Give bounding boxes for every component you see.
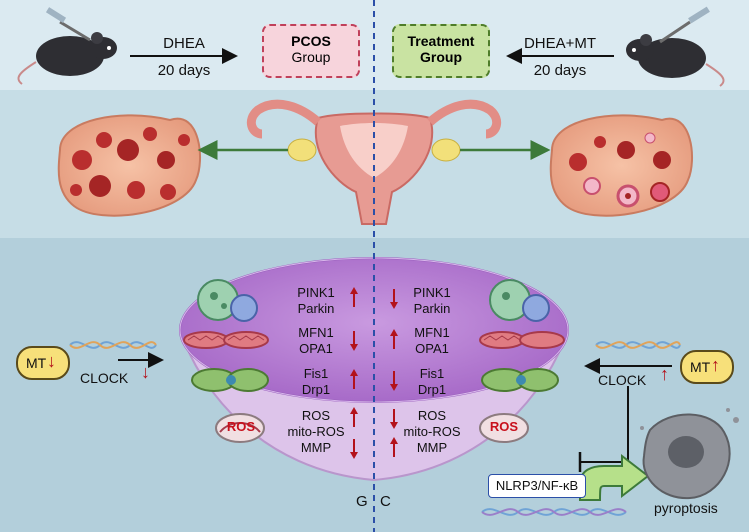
left-gene-oxidative: ROS mito-ROS MMP xyxy=(281,408,351,456)
mitochondria-fission-icon-left xyxy=(191,368,269,392)
mitochondria-fission-icon-right xyxy=(481,368,559,392)
left-gene-parkin: Parkin xyxy=(297,301,335,316)
pcos-ovary-illustration xyxy=(57,114,202,217)
mt-right-up-arrow-icon: ↑ xyxy=(711,355,720,375)
mitochondria-fusion-icon-right xyxy=(479,331,565,349)
mitophagy-icon-right xyxy=(489,279,550,322)
gene-arrows xyxy=(350,287,398,459)
ros-badge-left: ROS xyxy=(226,419,256,434)
pathway-box: NLRP3/NF-κB xyxy=(488,474,586,498)
right-mmp-up-arrow xyxy=(390,437,398,457)
ros-mitochondrion-icon-left xyxy=(215,413,265,443)
pyroptotic-cell-icon xyxy=(640,408,739,500)
left-gene-mitophagy: PINK1 Parkin xyxy=(286,285,346,317)
right-gene-oxidative: ROS mito-ROS MMP xyxy=(397,408,467,456)
left-gene-fission: Fis1 Drp1 xyxy=(286,366,346,398)
right-treatment-label: DHEA+MT xyxy=(523,35,597,52)
left-gene-pink1: PINK1 xyxy=(297,285,335,300)
left-gene-ros: ROS xyxy=(301,408,331,423)
left-pink1-up-arrow xyxy=(350,287,358,307)
mt-left-label: MT xyxy=(26,355,47,371)
mouse-right-icon xyxy=(626,6,725,87)
treated-ovary-illustration xyxy=(549,114,694,217)
right-gene-parkin: Parkin xyxy=(413,301,451,316)
left-gene-drp1: Drp1 xyxy=(301,382,331,397)
left-gene-fis1: Fis1 xyxy=(303,366,329,381)
clock-left-label: CLOCK xyxy=(80,370,129,386)
clock-right-up-arrow-icon: ↑ xyxy=(660,364,669,384)
left-gene-mmp: MMP xyxy=(300,440,332,455)
left-gene-mfn1: MFN1 xyxy=(298,325,334,340)
left-gene-fusion: MFN1 OPA1 xyxy=(286,325,346,357)
left-treatment-label: DHEA xyxy=(163,35,205,52)
left-ros-up-arrow xyxy=(350,407,358,427)
treatment-group-title: Treatment xyxy=(407,33,475,49)
pcos-group-box: PCOS Group xyxy=(262,24,360,78)
mt-left-down-arrow-icon: ↓ xyxy=(47,351,56,371)
left-duration-label: 20 days xyxy=(157,62,211,79)
mouse-left-icon xyxy=(17,7,117,85)
clock-left-down-arrow-icon: ↓ xyxy=(141,362,150,382)
right-gene-mitophagy: PINK1 Parkin xyxy=(402,285,462,317)
pyroptosis-label: pyroptosis xyxy=(654,500,718,516)
clock-right-label: CLOCK xyxy=(598,372,647,388)
right-gene-mfn1: MFN1 xyxy=(414,325,450,340)
right-mfn1-up-arrow xyxy=(390,329,398,349)
cell-label-c: C xyxy=(380,493,391,510)
left-gene-opa1: OPA1 xyxy=(299,341,333,356)
right-gene-fis1: Fis1 xyxy=(419,366,445,381)
right-fis1-down-arrow xyxy=(390,371,398,391)
right-gene-mito-ros: mito-ROS xyxy=(403,424,461,439)
right-pink1-down-arrow xyxy=(390,289,398,309)
ros-mitochondrion-icon-right xyxy=(479,413,529,443)
pathway-label: NLRP3/NF-κB xyxy=(495,478,579,493)
mt-right-pill: MT ↑ xyxy=(680,350,734,384)
dna-helix-right-icon xyxy=(595,341,681,349)
mitochondria-fusion-icon-left xyxy=(183,331,269,349)
right-gene-fusion: MFN1 OPA1 xyxy=(402,325,462,357)
ros-badge-right: ROS xyxy=(489,419,519,434)
right-gene-opa1: OPA1 xyxy=(415,341,449,356)
left-gene-mito-ros: mito-ROS xyxy=(287,424,345,439)
left-mfn1-down-arrow xyxy=(350,331,358,351)
mitophagy-icon-left xyxy=(197,279,258,322)
inhibition-arrow xyxy=(578,386,629,472)
treatment-group-box: Treatment Group xyxy=(392,24,490,78)
dna-helix-left-icon xyxy=(69,341,157,349)
mt-left-pill: MT ↓ xyxy=(16,346,70,380)
right-gene-fission: Fis1 Drp1 xyxy=(402,366,462,398)
right-duration-label: 20 days xyxy=(533,62,587,79)
mt-right-label: MT xyxy=(690,359,711,375)
right-gene-ros: ROS xyxy=(417,408,447,423)
cell-label-g: G xyxy=(356,493,368,510)
right-gene-drp1: Drp1 xyxy=(417,382,447,397)
right-ros-down-arrow xyxy=(390,409,398,429)
left-mmp-down-arrow xyxy=(350,439,358,459)
treatment-group-subtitle: Group xyxy=(420,49,462,65)
right-gene-mmp: MMP xyxy=(416,440,448,455)
left-fis1-up-arrow xyxy=(350,369,358,389)
right-gene-pink1: PINK1 xyxy=(413,285,451,300)
pcos-group-title: PCOS xyxy=(291,33,331,49)
dna-helix-bottom-icon xyxy=(481,508,627,516)
pcos-group-subtitle: Group xyxy=(291,49,331,65)
